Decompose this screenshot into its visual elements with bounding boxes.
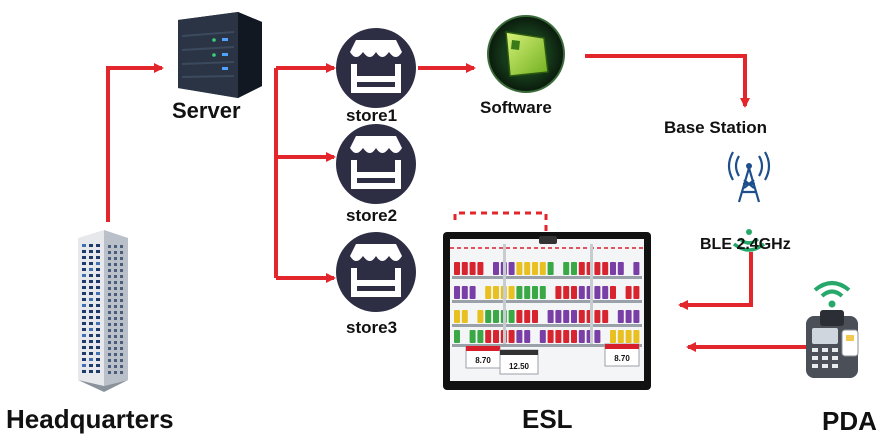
pda-device-icon — [806, 310, 859, 378]
software-icon — [487, 15, 565, 93]
arrow-dashed-link — [453, 211, 548, 232]
store3-icon — [336, 232, 416, 312]
arrow-hq-to-server — [106, 63, 164, 222]
esl-screen: 8.70 12.50 8.70 — [443, 232, 651, 390]
server-label: Server — [172, 98, 241, 123]
arrow-base-to-esl — [678, 252, 753, 310]
esl-price-tag-3: 8.70 — [604, 343, 640, 367]
ble-signal-icon — [732, 229, 766, 252]
pda-label: PDA — [822, 406, 877, 436]
esl-price-tag-2: 12.50 — [499, 349, 539, 375]
tower-icon — [727, 151, 771, 203]
esl-price-1: 8.70 — [475, 356, 491, 365]
server-icon — [178, 12, 262, 98]
ble-label: BLE 2.4GHz — [700, 236, 791, 253]
store1-label: store1 — [346, 106, 398, 125]
pda-signal-icon — [813, 281, 851, 308]
connector-arrows — [106, 54, 806, 352]
store2-icon — [336, 124, 416, 204]
store2-label: store2 — [346, 206, 398, 225]
esl-price-tag-1: 8.70 — [465, 345, 501, 369]
base-station-label: Base Station — [664, 118, 767, 137]
store1-icon — [336, 28, 416, 108]
esl-label: ESL — [522, 404, 573, 434]
headquarters-label: Headquarters — [6, 404, 174, 434]
store3-label: store3 — [346, 318, 398, 337]
headquarters-building-icon — [78, 230, 128, 392]
arrow-software-to-base — [585, 54, 750, 108]
esl-price-2: 12.50 — [509, 362, 530, 371]
software-label: Software — [480, 98, 552, 117]
esl-price-3: 8.70 — [614, 354, 630, 363]
